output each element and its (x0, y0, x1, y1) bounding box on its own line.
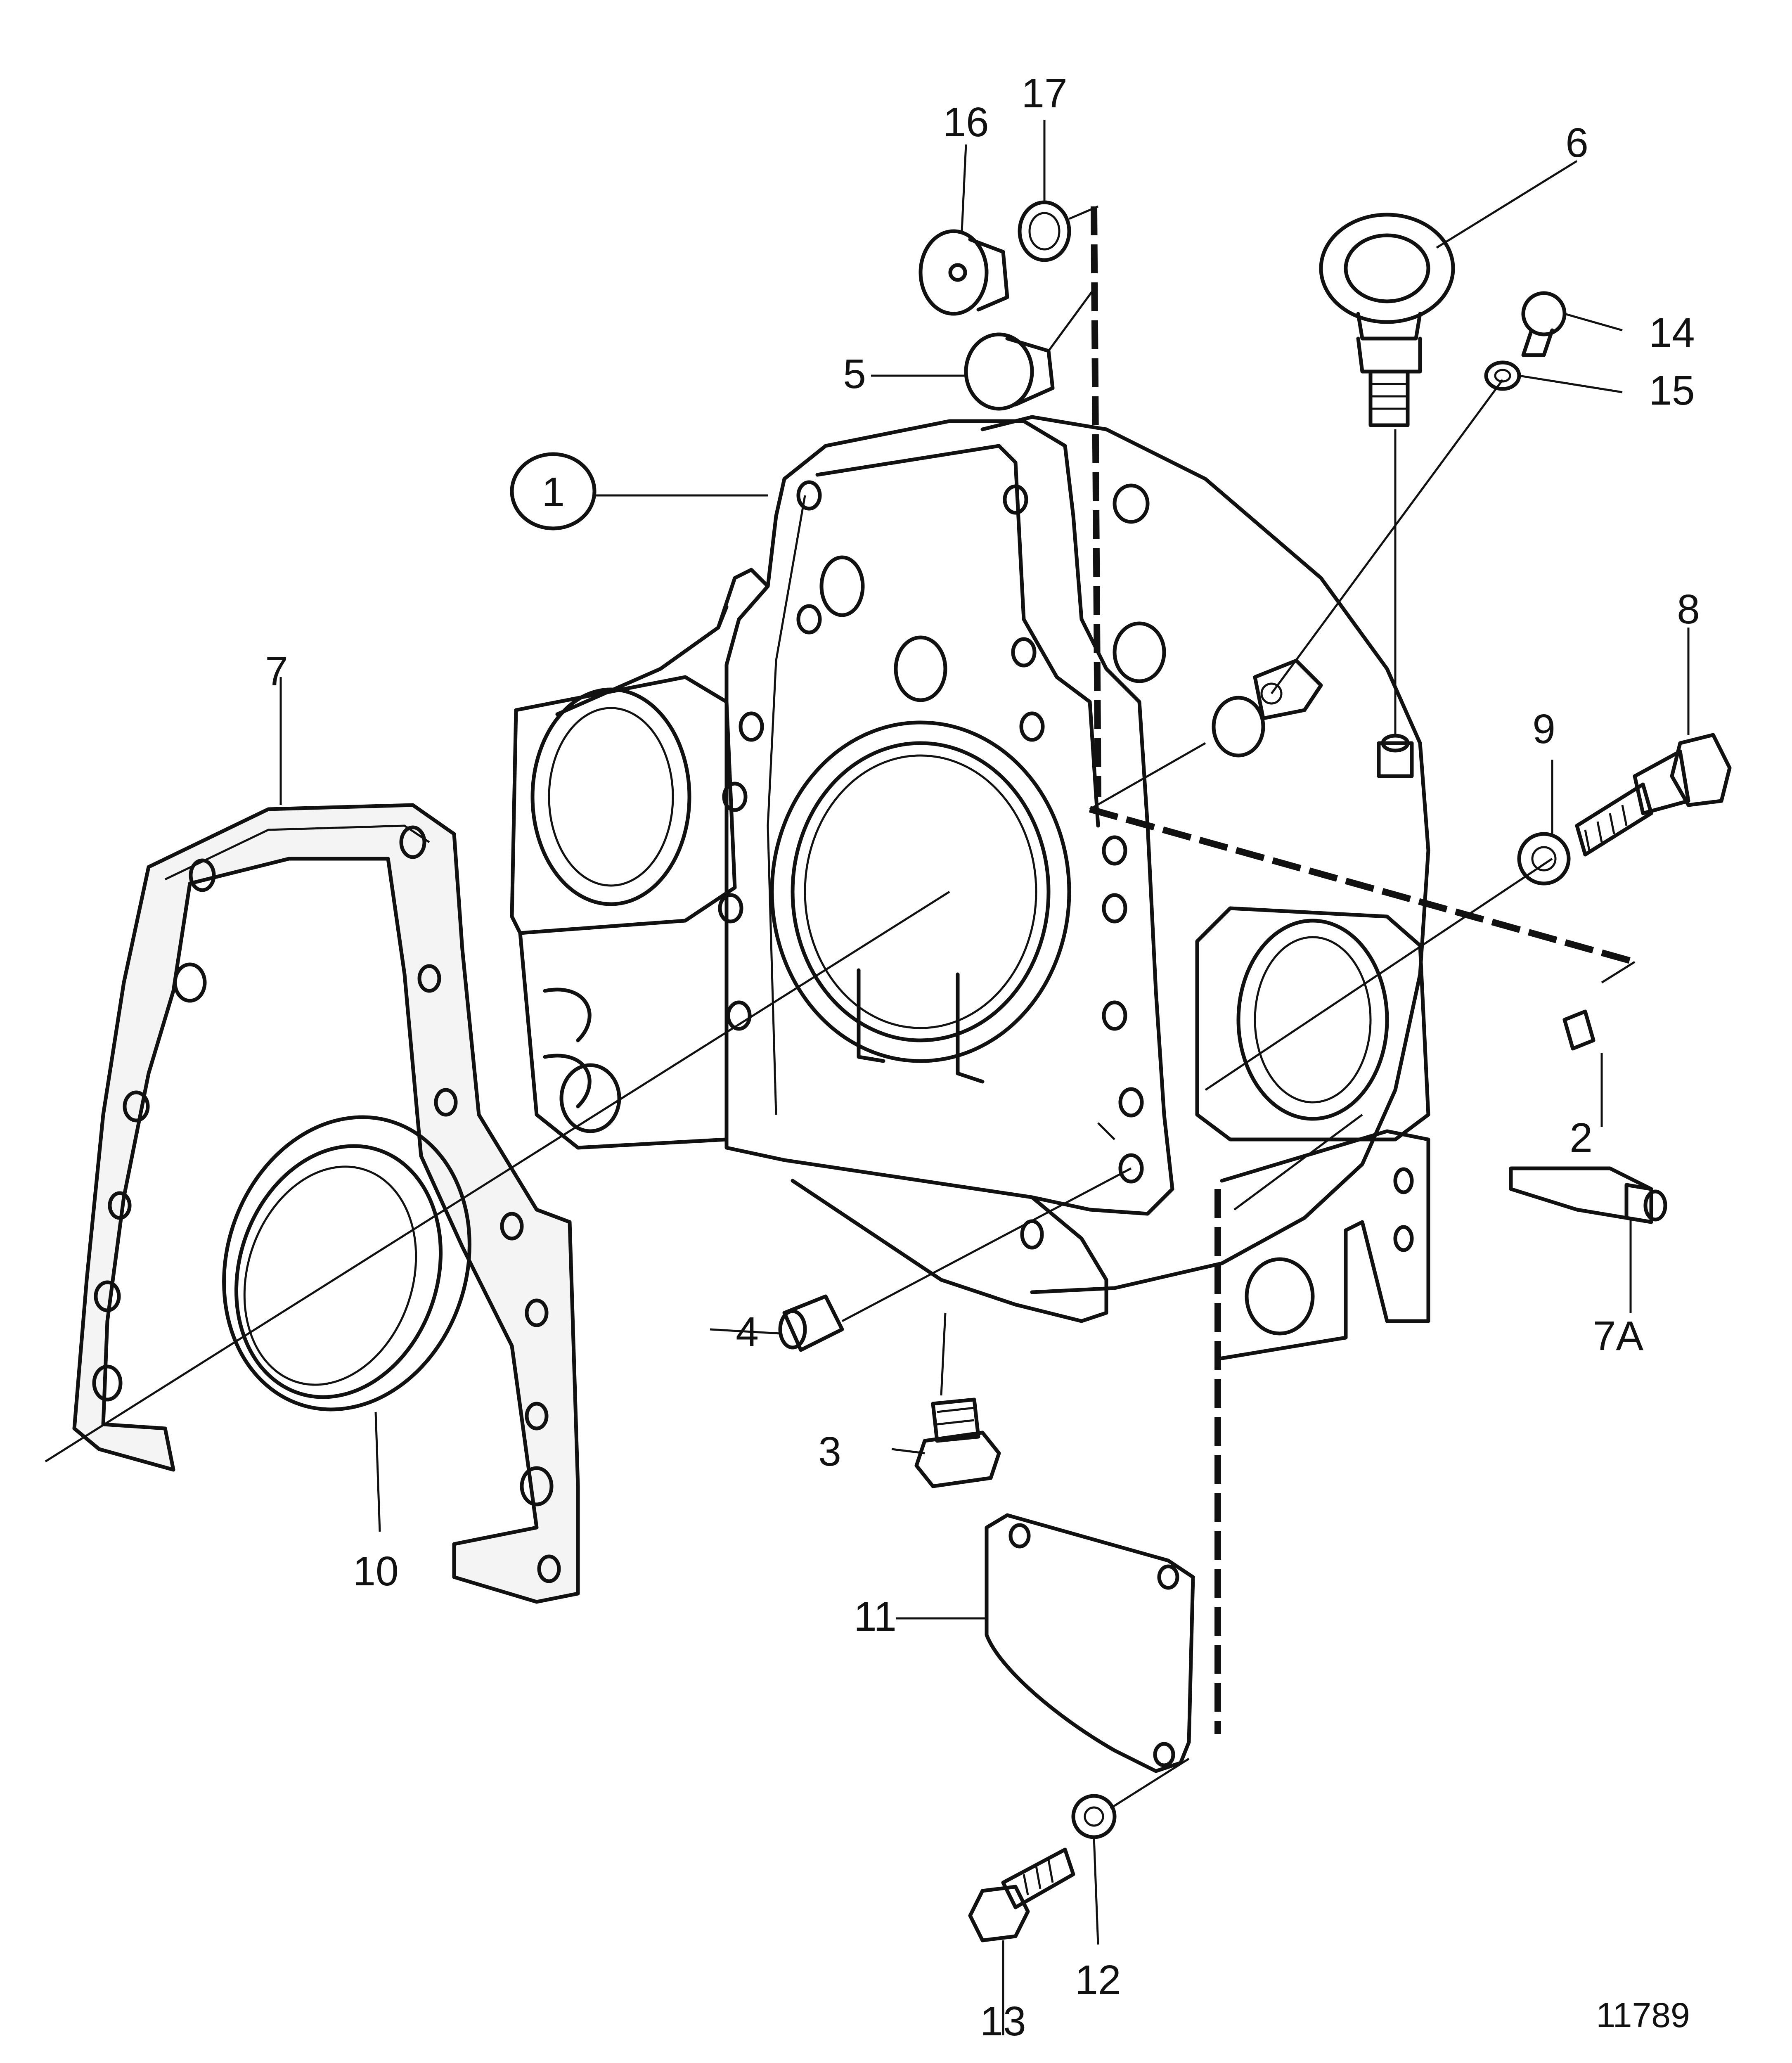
callout-label-8: 8 (1677, 586, 1700, 632)
cover-plate (985, 1513, 1195, 1773)
leader-lines (279, 120, 1690, 2035)
nut-3 (914, 1397, 1001, 1488)
flywheel-housing (510, 415, 1430, 1360)
callout-label-11: 11 (854, 1594, 897, 1640)
gasket (72, 803, 580, 1604)
callout-label-9: 9 (1532, 706, 1555, 752)
pin-2 (1562, 1009, 1596, 1051)
callout-label-7: 7 (265, 648, 288, 694)
callout-label-14: 14 (1649, 310, 1695, 356)
bolt-8 (1575, 733, 1732, 857)
washer-15 (1484, 360, 1521, 391)
callout-label-5: 5 (843, 351, 866, 397)
bolt-13 (968, 1847, 1075, 1942)
callout-label-4: 4 (736, 1309, 759, 1355)
callout-label-15: 15 (1649, 367, 1695, 414)
washer-9 (1517, 832, 1571, 886)
callout-label-12: 12 (1075, 1957, 1121, 2003)
seal-ring (222, 1115, 471, 1412)
plug-14 (1521, 291, 1567, 357)
callout-label-6: 6 (1565, 120, 1588, 166)
callout-label-7a: 7A (1593, 1313, 1644, 1359)
plug-16 (918, 229, 1009, 316)
washer-12 (1071, 1794, 1117, 1839)
callout-label-1: 1 (542, 469, 565, 515)
callout-label-10: 10 (353, 1548, 398, 1594)
pin-4 (778, 1294, 844, 1352)
plug-5 (964, 332, 1055, 411)
callout-label-2: 2 (1569, 1115, 1593, 1161)
figure-number: 11789 (1596, 1996, 1690, 2035)
sealant-tube-7a (1509, 1166, 1667, 1224)
callout-label-17: 17 (1021, 70, 1067, 116)
frame-bolt-holes (718, 480, 1144, 1184)
assembly-dash-lines (1089, 206, 1636, 1734)
washer-17 (1018, 200, 1071, 262)
lifting-eye-6 (1319, 213, 1455, 427)
callout-label-16: 16 (943, 99, 989, 145)
axis-lines (45, 205, 1636, 1810)
callout-circle (510, 452, 597, 531)
callout-label-13: 13 (980, 1998, 1026, 2044)
callout-label-3: 3 (818, 1428, 841, 1475)
callout-1: 1 (510, 452, 597, 531)
